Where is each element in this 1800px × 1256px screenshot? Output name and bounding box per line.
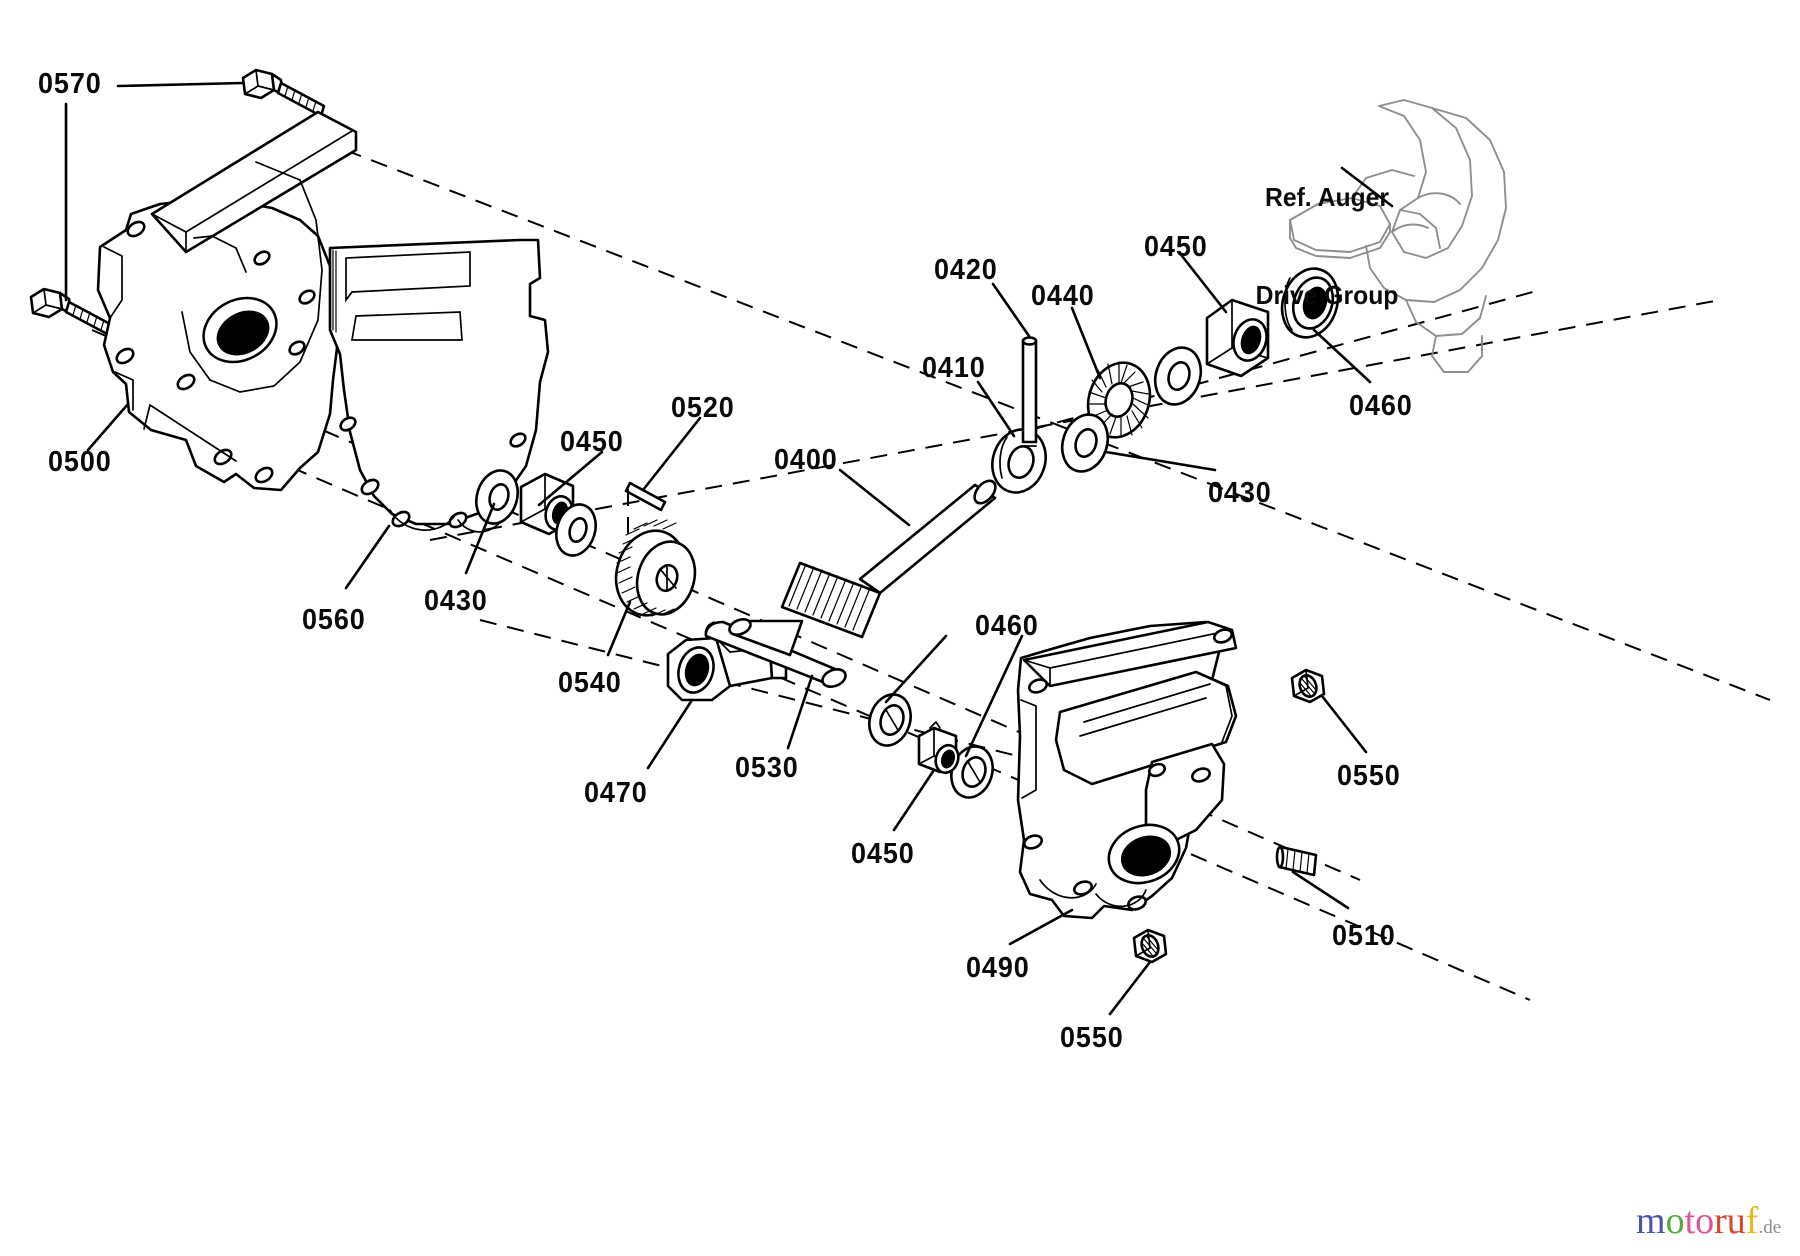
- watermark-letter: m: [1636, 1200, 1666, 1242]
- watermark-letter: o: [1665, 1200, 1685, 1242]
- part-0430-washer-right: [1060, 413, 1110, 473]
- part-0470-shaft-coupler: [666, 636, 788, 702]
- callout-0460-right[interactable]: 0460: [1349, 390, 1413, 422]
- callout-0450-right[interactable]: 0450: [1144, 231, 1208, 263]
- part-0570-hex-bolt-lower: [29, 287, 114, 337]
- part-0500-gear-case-half-left: [96, 110, 358, 492]
- callout-0450-left[interactable]: 0450: [560, 426, 624, 458]
- ref-note-line-1: Ref. Auger: [1265, 182, 1389, 212]
- callout-0530[interactable]: 0530: [735, 752, 799, 784]
- ref-auger-drive-group-label: Ref. Auger Drive Group: [1204, 116, 1451, 376]
- ref-note-line-2: Drive Group: [1255, 279, 1399, 310]
- leader-lines: [64, 81, 1394, 1016]
- callout-0450-bottom[interactable]: 0450: [851, 838, 915, 870]
- callout-0410[interactable]: 0410: [922, 352, 986, 384]
- motoruf-watermark: motoruf.de: [1636, 1199, 1781, 1243]
- part-0490-gear-case-half-right: [1016, 620, 1238, 920]
- part-0550-hex-nut-right: [1290, 668, 1326, 704]
- callout-0560[interactable]: 0560: [302, 604, 366, 636]
- callout-0540[interactable]: 0540: [558, 667, 622, 699]
- part-0550-hex-nut-bottom: [1132, 928, 1168, 964]
- callout-0430-left[interactable]: 0430: [424, 585, 488, 617]
- part-0450-bushing-right: [1205, 298, 1270, 378]
- callout-0520[interactable]: 0520: [671, 392, 735, 424]
- watermark-letter: f: [1745, 1200, 1759, 1242]
- part-0430-washer-left-2: [555, 503, 597, 557]
- watermark-letter: o: [1695, 1200, 1715, 1242]
- part-0460-seal-left-b: [950, 745, 994, 799]
- part-0540-worm-gear: [614, 519, 697, 617]
- callout-0400[interactable]: 0400: [774, 444, 838, 476]
- callout-0460-bottom[interactable]: 0460: [975, 610, 1039, 642]
- watermark-letter: t: [1684, 1200, 1696, 1242]
- callout-0470[interactable]: 0470: [584, 777, 648, 809]
- part-0570-hex-bolt-upper: [241, 68, 326, 118]
- callout-0430-right[interactable]: 0430: [1208, 477, 1272, 509]
- part-0430-washer-right-2: [1153, 346, 1203, 406]
- callout-0440[interactable]: 0440: [1031, 280, 1095, 312]
- part-0400-worm-shaft: [728, 479, 997, 657]
- callout-0570[interactable]: 0570: [38, 68, 102, 100]
- part-0430-washer-left: [475, 469, 519, 525]
- callout-0550-right[interactable]: 0550: [1337, 760, 1401, 792]
- callout-0420[interactable]: 0420: [934, 254, 998, 286]
- part-0440-lock-washer: [1086, 361, 1152, 439]
- watermark-suffix: .de: [1758, 1217, 1782, 1238]
- callout-0490[interactable]: 0490: [966, 952, 1030, 984]
- part-0460-seal-left-a: [868, 693, 912, 747]
- part-0450-bushing-bottom: [917, 720, 960, 775]
- part-0510-set-screw: [1275, 845, 1318, 877]
- callout-0550-bottom[interactable]: 0550: [1060, 1022, 1124, 1054]
- callout-0500[interactable]: 0500: [48, 446, 112, 478]
- part-0460-seal-right: [1280, 267, 1340, 339]
- callout-0510[interactable]: 0510: [1332, 920, 1396, 952]
- ref-auger-drive-group-illustration: [1289, 99, 1507, 373]
- watermark-letter: r: [1714, 1200, 1727, 1242]
- part-0420-dowel-pin: [1021, 336, 1038, 447]
- watermark-letter: u: [1726, 1200, 1746, 1242]
